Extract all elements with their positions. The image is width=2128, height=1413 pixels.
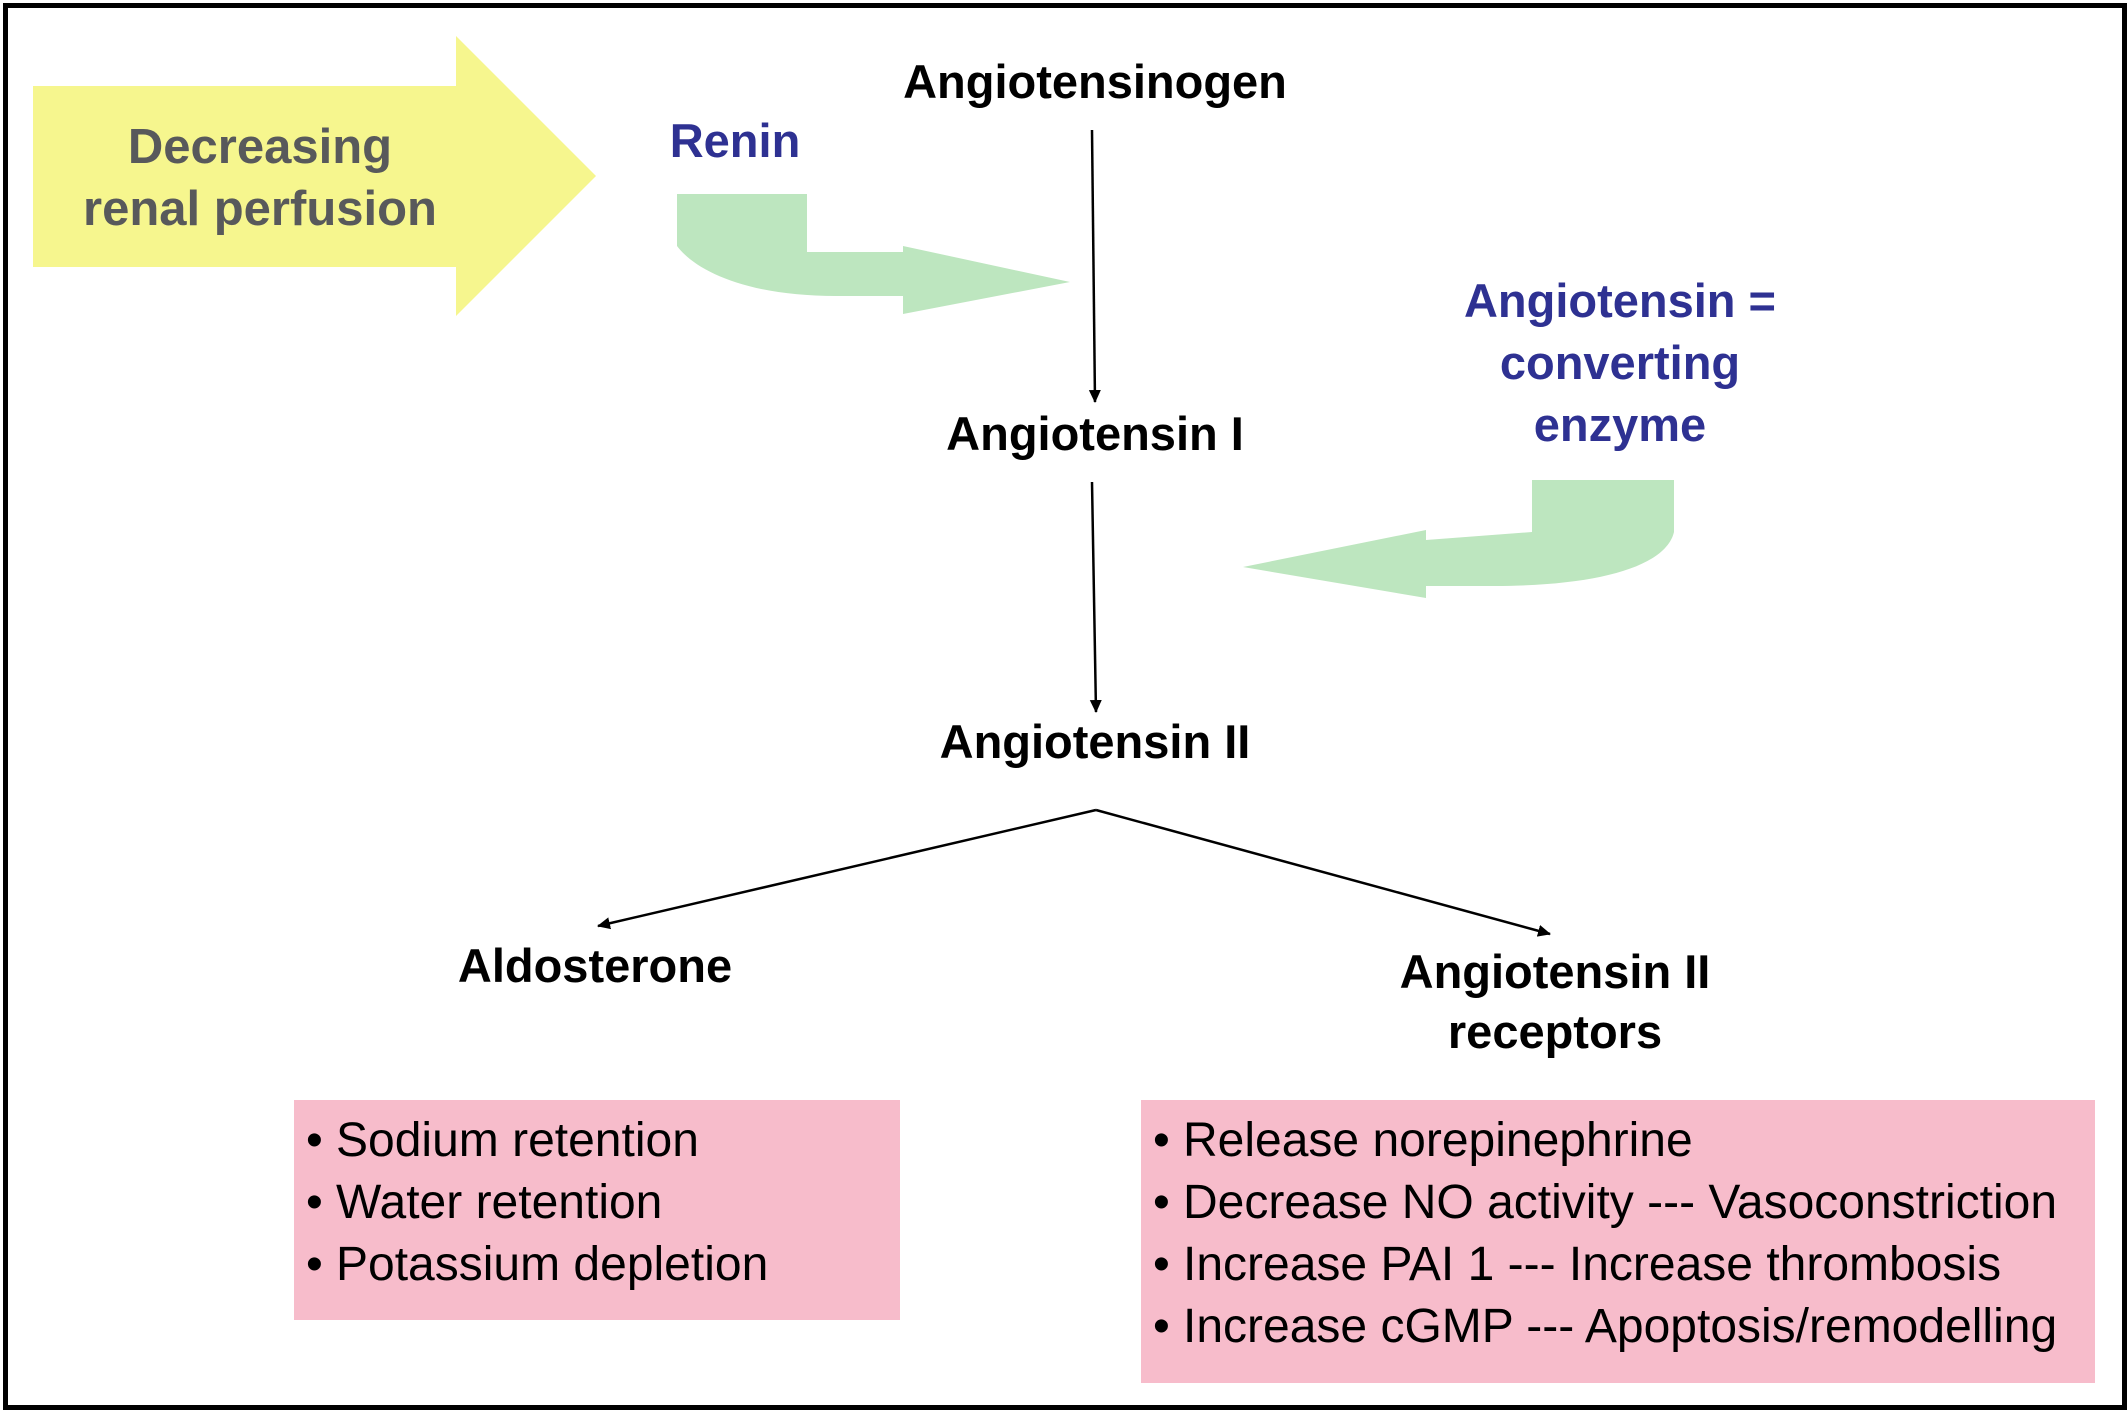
- list-item: •Increase PAI 1 --- Increase thrombosis: [1153, 1238, 2002, 1291]
- ace-line-2: converting: [1499, 336, 1741, 389]
- receptors-line-2: receptors: [1447, 1005, 1663, 1058]
- renin-label: Renin: [669, 114, 801, 167]
- arrow-angiotensin-2-to-receptors: [1095, 808, 1551, 937]
- arrow-angiotensinogen-to-angiotensin-1: [1088, 129, 1101, 403]
- node-angiotensin-2-receptors: Angiotensin II receptors: [1360, 942, 1750, 1062]
- ace-line-1: Angiotensin =: [1463, 274, 1777, 327]
- aldosterone-effects-list: •Sodium retention •Water retention •Pota…: [306, 1110, 900, 1296]
- stimulus-arrow: [33, 36, 596, 316]
- node-angiotensinogen: Angiotensinogen: [903, 55, 1287, 108]
- list-item: •Sodium retention: [306, 1114, 699, 1167]
- list-item: •Release norepinephrine: [1153, 1114, 1693, 1167]
- ace-curved-arrow: [1243, 480, 1674, 598]
- renin-curved-arrow: [677, 194, 1070, 314]
- list-item: •Decrease NO activity --- Vasoconstricti…: [1153, 1176, 2058, 1229]
- list-item: •Water retention: [306, 1176, 663, 1229]
- aldosterone-effects-box: •Sodium retention •Water retention •Pota…: [294, 1100, 900, 1320]
- stimulus-line-2: renal perfusion: [83, 182, 437, 236]
- receptor-effects-list: •Release norepinephrine •Decrease NO act…: [1153, 1110, 2095, 1358]
- arrow-angiotensin-2-to-aldosterone: [597, 808, 1097, 930]
- receptor-effects-box: •Release norepinephrine •Decrease NO act…: [1141, 1100, 2095, 1383]
- node-angiotensin-1: Angiotensin I: [946, 407, 1244, 460]
- node-aldosterone: Aldosterone: [457, 939, 733, 992]
- receptors-line-1: Angiotensin II: [1399, 945, 1711, 998]
- ace-line-3: enzyme: [1533, 398, 1707, 451]
- stimulus-line-1: Decreasing: [127, 120, 393, 174]
- arrow-angiotensin-1-to-angiotensin-2: [1089, 481, 1102, 713]
- stimulus-label: Decreasing renal perfusion: [60, 116, 460, 240]
- list-item: •Increase cGMP --- Apoptosis/remodelling: [1153, 1300, 2058, 1353]
- ace-label: Angiotensin = converting enzyme: [1460, 270, 1780, 456]
- list-item: •Potassium depletion: [306, 1238, 769, 1291]
- node-angiotensin-2: Angiotensin II: [939, 715, 1251, 768]
